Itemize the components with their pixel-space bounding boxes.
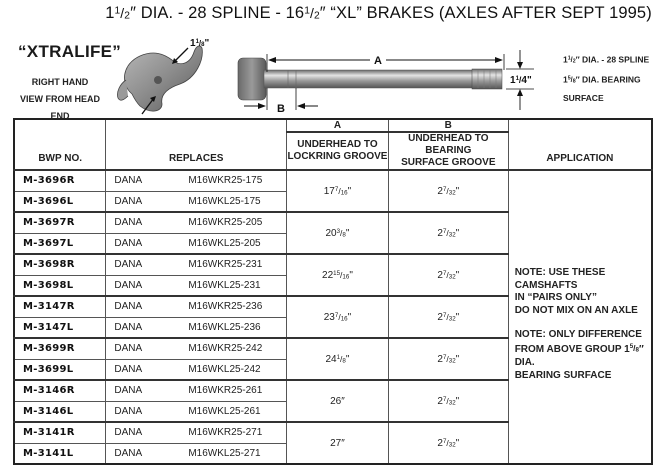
bwp-number: M-3141L	[13, 442, 107, 465]
dimension-b: 27/32"	[387, 379, 509, 423]
dimension-b: 27/32"	[387, 211, 509, 255]
cam-dimension-label: 11/8"	[190, 38, 209, 49]
header-a-letter: A	[286, 118, 389, 133]
page-title: 11/2″ DIA. - 28 SPLINE - 161/2″ “XL” BRA…	[105, 4, 652, 22]
bwp-number: M-3698R	[13, 253, 107, 276]
header-application: APPLICATION	[507, 118, 653, 171]
header-b-letter: B	[387, 118, 509, 133]
title-length: 1/2	[304, 5, 320, 22]
dimension-b: 27/32"	[387, 337, 509, 381]
dimension-a: 2215/16"	[286, 253, 389, 297]
dimension-b: 27/32"	[387, 421, 509, 465]
dimension-a: 237/16"	[286, 295, 389, 339]
title-diameter: 11/2	[105, 4, 131, 22]
cam-view-caption: RIGHT HAND VIEW FROM HEAD END	[20, 77, 100, 121]
dimension-a: 203/8"	[286, 211, 389, 255]
dimension-a: 177/16"	[286, 169, 389, 213]
dimension-b: 27/32"	[387, 169, 509, 213]
bwp-number: M-3141R	[13, 421, 107, 444]
dimension-a-label: A	[374, 55, 382, 67]
bwp-number: M-3147L	[13, 316, 107, 339]
bwp-number: M-3697R	[13, 211, 107, 234]
bwp-number: M-3697L	[13, 232, 107, 255]
dimension-b-label: B	[277, 103, 285, 115]
header-replaces: REPLACES	[105, 118, 288, 171]
spline-spec: 11/2″ DIA. - 28 SPLINE 15/8″ DIA. BEARIN…	[563, 54, 650, 104]
bwp-number: M-3696L	[13, 190, 107, 213]
bwp-number: M-3147R	[13, 295, 107, 318]
shaft-diameter-label: 11/4"	[510, 75, 532, 86]
dimension-b: 27/32"	[387, 295, 509, 339]
camshaft-table: BWP NO. REPLACES A B APPLICATION UNDERHE…	[13, 118, 653, 465]
dimension-a: 27″	[286, 421, 389, 465]
bwp-number: M-3696R	[13, 169, 107, 192]
bwp-number: M-3699R	[13, 337, 107, 360]
dimension-a: 241/8"	[286, 337, 389, 381]
header-bwp: BWP NO.	[13, 118, 107, 171]
bwp-number: M-3698L	[13, 274, 107, 297]
cam-head-image: 11/8"	[110, 34, 220, 123]
bwp-number: M-3146R	[13, 379, 107, 402]
camshaft-image: A B 11/4"	[224, 38, 544, 121]
dimension-a: 26″	[286, 379, 389, 423]
product-line-label: “XTRALIFE”	[18, 42, 122, 61]
dimension-b: 27/32"	[387, 253, 509, 297]
bwp-number: M-3699L	[13, 358, 107, 381]
bwp-number: M-3146L	[13, 400, 107, 423]
